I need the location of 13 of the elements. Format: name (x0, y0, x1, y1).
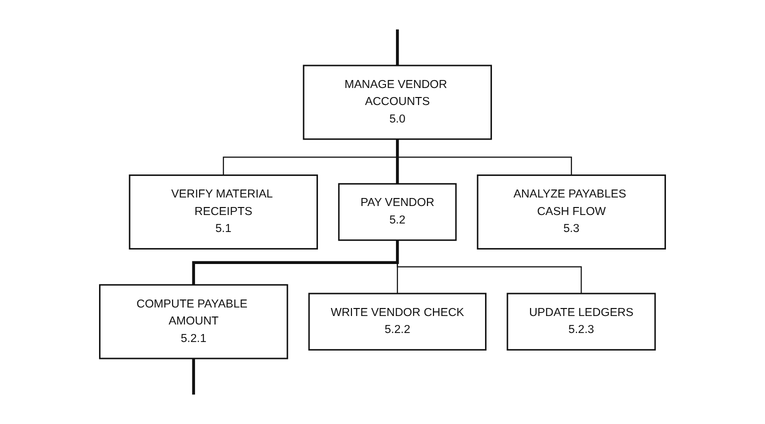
node-box: VERIFY MATERIAL RECEIPTS 5.1 (128, 174, 318, 250)
connector (396, 139, 399, 184)
connector (396, 240, 582, 294)
node-box: ANALYZE PAYABLES CASH FLOW 5.3 (476, 174, 666, 250)
connector (192, 358, 196, 395)
connector (396, 29, 399, 66)
node-box: MANAGE VENDOR ACCOUNTS 5.0 (302, 64, 492, 140)
node-box: UPDATE LEDGERS 5.2.3 (506, 292, 656, 351)
connector (192, 240, 399, 285)
node-box: WRITE VENDOR CHECK 5.2.2 (308, 292, 486, 351)
node-box: PAY VENDOR 5.2 (338, 183, 457, 241)
node-box: COMPUTE PAYABLE AMOUNT 5.2.1 (99, 284, 288, 360)
connector (396, 139, 572, 176)
